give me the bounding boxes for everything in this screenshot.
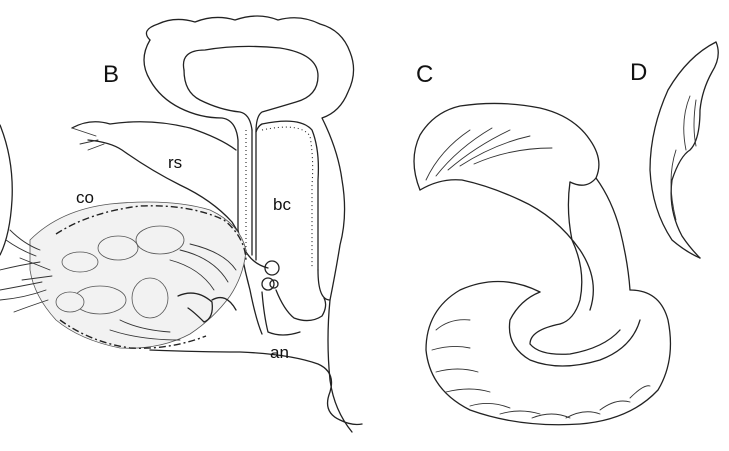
panel-label-d: D [630,59,647,86]
receptaculum-outline-lower [87,139,239,233]
label-bc: bc [273,195,291,214]
panel-label-b: B [103,61,119,88]
central-stalk [559,181,583,325]
lower-inner-whorl-2 [529,323,621,355]
claw-inner-detail [670,95,697,221]
lower-duct-c [261,291,301,336]
bursa-duct-lower-right [317,269,331,301]
bursa-inner-loop [182,45,319,133]
coiled-duct [261,260,280,291]
label-co: co [76,188,94,207]
label-an: an [270,343,289,362]
bursa-duct-right [261,120,320,271]
panel-b-drawing: B co rs bc an [0,15,363,433]
gland-mass-dashed-outline [55,205,247,263]
lower-duct-b [275,289,327,322]
gland-mass [29,201,247,349]
claw-outline-outer [649,41,717,259]
bursa-duct-ticks-right [261,126,314,268]
lower-inner-whorl-1 [508,291,641,367]
connective-strands [0,229,53,313]
panel-c-drawing: C [413,61,672,426]
anal-region-outline [149,349,363,426]
bursa-duct-to-an [255,123,263,261]
claw-outline-inner [670,41,719,259]
lower-shell-lobe [425,280,672,426]
lower-shell-ribs [431,319,651,419]
upper-fan-lobe [413,102,600,191]
receptaculum-outline-upper [71,121,237,151]
upper-fan-base [419,179,594,311]
receptaculum-tip-strokes [71,127,105,151]
adjacent-panel-edge [0,124,13,256]
upper-fan-ribs [425,127,553,181]
bursa-copulatrix-outline [145,15,355,433]
bursa-inner-left-wall [183,69,253,131]
panel-d-drawing: D [630,41,719,259]
panel-label-c: C [416,61,433,88]
stalk-right-edge [595,177,631,291]
label-rs: rs [168,153,182,172]
